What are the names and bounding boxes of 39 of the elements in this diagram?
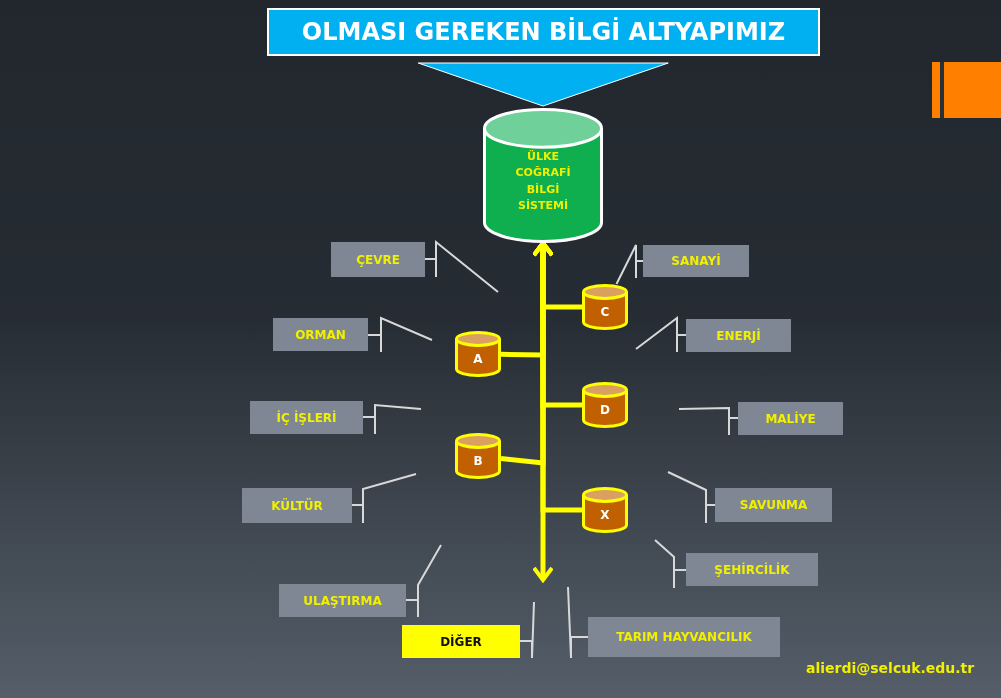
leader-line — [405, 544, 442, 618]
category-box: ULAŞTIRMA — [279, 584, 406, 617]
cylinder-letter: X — [600, 507, 610, 524]
database-cylinder — [582, 284, 628, 330]
database-cylinder — [455, 433, 501, 479]
cylinder-letter: D — [600, 402, 610, 419]
category-box: ORMAN — [273, 318, 368, 351]
cylinder-letter: C — [600, 304, 610, 321]
leader-line — [654, 539, 687, 589]
title-banner: OLMASI GEREKEN BİLGİ ALTYAPIMIZ — [267, 8, 820, 56]
leader-line — [667, 471, 716, 524]
category-box: ŞEHİRCİLİK — [686, 553, 818, 586]
leader-line — [367, 316, 433, 353]
leader-line — [635, 316, 687, 353]
category-box: MALİYE — [738, 402, 843, 435]
cylinder-label: ÜLKE COĞRAFİ BİLGİ SİSTEMİ — [514, 148, 572, 214]
leader-line — [362, 403, 422, 435]
category-box: SANAYİ — [643, 245, 749, 277]
category-box: ÇEVRE — [331, 242, 425, 277]
category-box: KÜLTÜR — [242, 488, 352, 523]
leader-line — [678, 406, 739, 436]
database-cylinder — [455, 331, 501, 377]
category-box: SAVUNMA — [715, 488, 832, 522]
database-cylinder — [483, 108, 603, 243]
leader-line — [424, 239, 499, 293]
leader-line — [519, 601, 535, 659]
category-box: TARIM HAYVANCILIK — [588, 617, 780, 657]
leader-line — [567, 586, 589, 659]
chevron-arrow — [417, 62, 669, 107]
category-box: DİĞER — [402, 625, 520, 658]
category-box: İÇ İŞLERİ — [250, 401, 363, 434]
category-box: ENERJİ — [686, 319, 791, 352]
leader-line — [351, 473, 417, 524]
cylinder-letter: A — [473, 351, 483, 368]
email-address: alierdi@selcuk.edu.tr — [806, 660, 975, 676]
leader-line — [615, 244, 644, 285]
database-cylinder — [582, 382, 628, 428]
database-cylinder — [582, 487, 628, 533]
cylinder-letter: B — [473, 453, 483, 470]
